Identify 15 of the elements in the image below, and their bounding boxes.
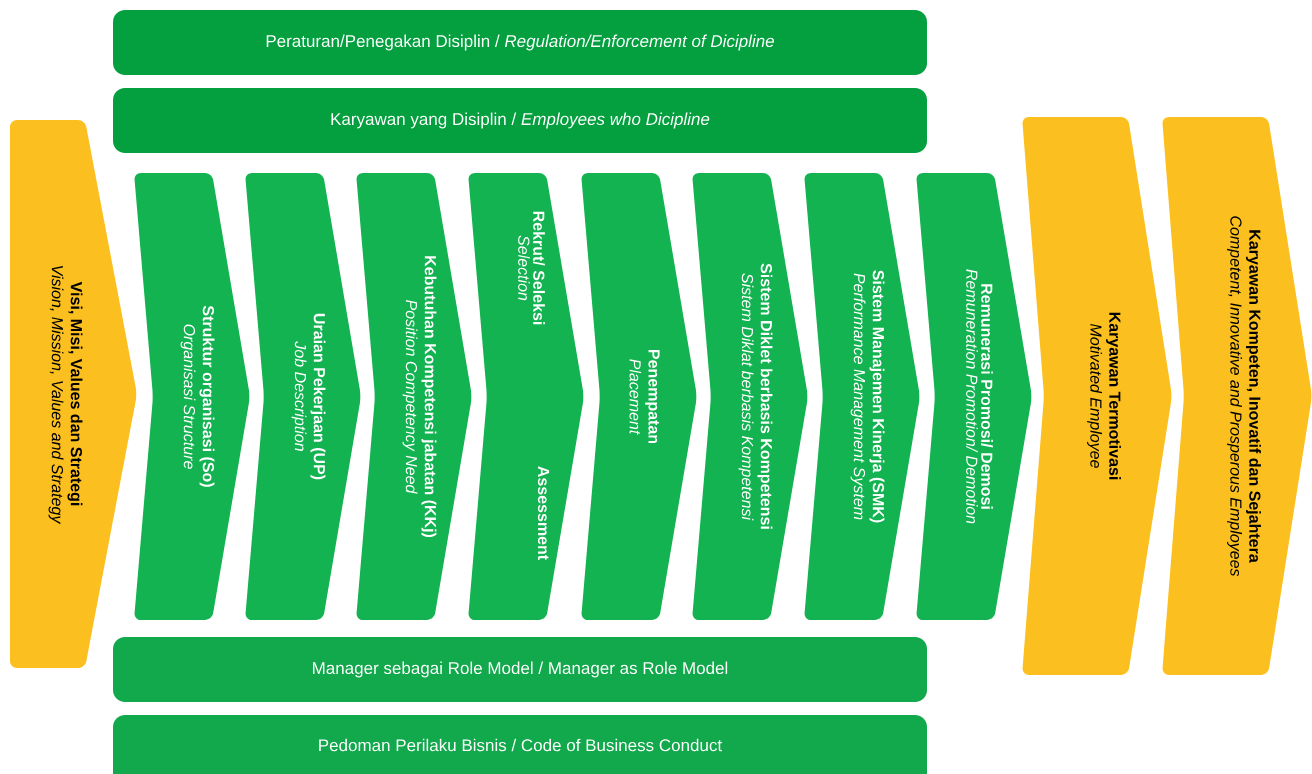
banner-bar: Manager sebagai Role Model / Manager as Role Model <box>113 637 927 702</box>
stage-box: Karyawan Termotivasi Motivated Employee <box>1022 117 1172 675</box>
banner-bar: Peraturan/Penegakan Disiplin / Regulation/Enforcement of Dicipline <box>113 10 927 75</box>
step-box: Penempatan Placement <box>581 173 697 620</box>
banner-bar: Pedoman Perilaku Bisnis / Code of Business Conduct <box>113 715 927 774</box>
stage-box: Visi, Misi, Values dan Strategi Vision, Mission, Values and Strategy <box>10 120 137 668</box>
banner-bar: Karyawan yang Disiplin / Employees who Dicipline <box>113 88 927 153</box>
step-box: Sistem Diklet berbasis Kompetensi Sistem Diklat berbasis Kompetensi <box>692 173 808 620</box>
stage-box: Karyawan Kompeten, Inovatif dan Sejahtera Competent, Innovative and Prosperous Employees <box>1162 117 1312 675</box>
step-box: Sistem Manajemen Kinerja (SMK) Performance Management System <box>804 173 920 620</box>
step-box: Rekrut/ Seleksi Selection Assessment <box>468 173 584 620</box>
step-box: Struktur organisasi (So) Organisasi Structure <box>134 173 250 620</box>
step-box: Kebutuhan Kompetensi jabatan (KKj) Position Competency Need <box>356 173 472 620</box>
step-box: Uraian Pekerjaan (UP) Job Description <box>245 173 361 620</box>
step-box: Remunerasi Promosi/ Demosi Remuneration Promotion/ Demotion <box>916 173 1032 620</box>
